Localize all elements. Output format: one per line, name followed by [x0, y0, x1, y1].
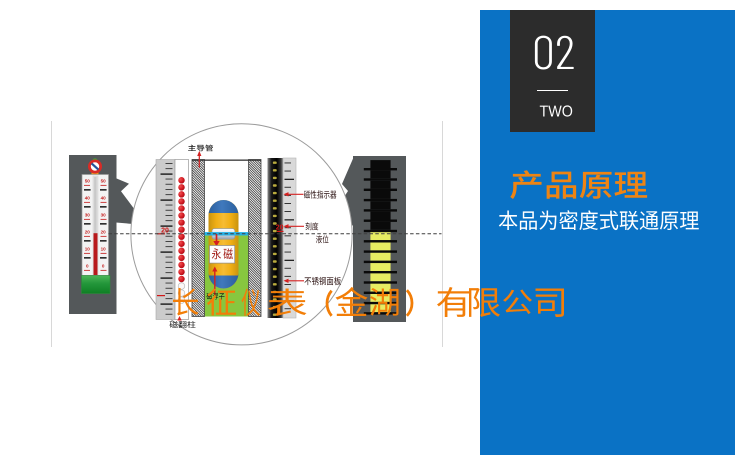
svg-text:20: 20 — [276, 224, 284, 231]
svg-text:10: 10 — [101, 247, 107, 252]
svg-text:50: 50 — [85, 179, 91, 184]
svg-text:50: 50 — [101, 179, 107, 184]
svg-text:20: 20 — [101, 230, 107, 235]
svg-text:20: 20 — [161, 227, 169, 234]
svg-text:0: 0 — [86, 264, 89, 269]
svg-text:20: 20 — [85, 230, 91, 235]
svg-text:30: 30 — [85, 213, 91, 218]
svg-text:30: 30 — [101, 213, 107, 218]
svg-text:40: 40 — [101, 196, 107, 201]
svg-text:10: 10 — [85, 247, 91, 252]
svg-text:40: 40 — [85, 196, 91, 201]
svg-text:0: 0 — [102, 264, 105, 269]
